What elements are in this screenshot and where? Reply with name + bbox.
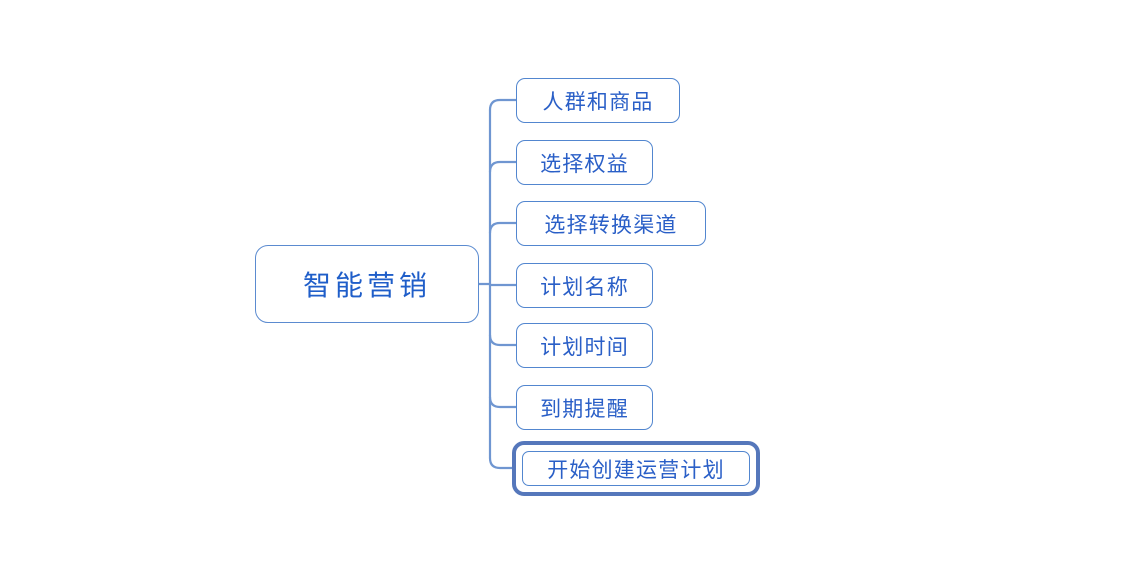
connector-branch-3 (488, 221, 518, 235)
connector-branch-1 (488, 98, 518, 112)
node-label: 选择权益 (540, 152, 629, 176)
connector-branch-5 (488, 333, 518, 347)
node-start-create-operation-plan-highlight-ring: 开始创建运营计划 (512, 441, 760, 496)
connector-branch-6 (488, 395, 518, 409)
root-node-intelligent-marketing[interactable]: 智能营销 (255, 245, 479, 323)
node-expiry-reminder[interactable]: 到期提醒 (516, 385, 653, 430)
node-label: 到期提醒 (540, 397, 629, 421)
connector-branch-7 (488, 456, 518, 470)
node-label: 开始创建运营计划 (547, 458, 725, 482)
node-start-create-operation-plan[interactable]: 开始创建运营计划 (522, 451, 750, 486)
node-select-benefits[interactable]: 选择权益 (516, 140, 653, 185)
node-label: 人群和商品 (542, 90, 654, 114)
connector-branch-2 (488, 160, 518, 174)
node-audience-and-products[interactable]: 人群和商品 (516, 78, 680, 123)
node-label: 计划时间 (540, 335, 629, 359)
root-node-label: 智能营销 (302, 270, 431, 301)
node-label: 计划名称 (540, 275, 629, 299)
node-plan-name[interactable]: 计划名称 (516, 263, 653, 308)
node-plan-time[interactable]: 计划时间 (516, 323, 653, 368)
node-select-conversion-channel[interactable]: 选择转换渠道 (516, 201, 706, 246)
node-label: 选择转换渠道 (544, 213, 678, 237)
